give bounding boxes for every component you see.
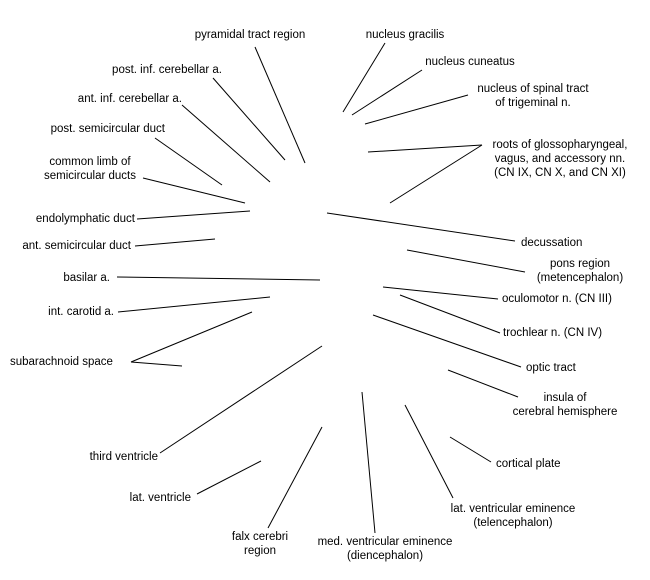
- leader-line-trochlear: [399, 294, 501, 334]
- label-post-semicircular-duct: post. semicircular duct: [50, 123, 165, 135]
- leader-line-glossopharyngeal-roots: [389, 144, 483, 204]
- leader-line-ant-inf-cerebellar: [181, 104, 271, 183]
- leader-line-basilar: [116, 276, 321, 281]
- label-int-carotid-a: int. carotid a.: [48, 306, 114, 318]
- label-trochlear-n: trochlear n. (CN IV): [503, 327, 603, 339]
- leader-line-lat-ventricular-eminence: [404, 404, 454, 499]
- leader-line-med-ventricular-eminence: [361, 391, 376, 534]
- label-pyramidal-tract-region: pyramidal tract region: [194, 29, 306, 41]
- label-cortical-plate: cortical plate: [496, 458, 561, 470]
- leader-line-insula: [447, 369, 519, 398]
- label-post-inf-cerebellar-a: post. inf. cerebellar a.: [112, 64, 222, 76]
- label-common-limb-semicircular-ducts: common limb of semicircular ducts: [43, 156, 137, 182]
- leader-line-optic-tract: [372, 314, 522, 368]
- label-pons-region: pons region (metencephalon): [536, 258, 624, 284]
- label-subarachnoid-space: subarachnoid space: [10, 356, 113, 368]
- leader-line-spinal-trigeminal: [364, 94, 469, 125]
- leader-line-gracilis: [342, 42, 386, 113]
- leader-line-third-ventricle: [159, 345, 323, 454]
- leader-line-int-carotid: [117, 296, 271, 313]
- label-med-ventricular-eminence: med. ventricular eminence (diencephalon): [317, 536, 453, 562]
- leader-line-pyramidal: [254, 46, 306, 164]
- label-oculomotor-n: oculomotor n. (CN III): [502, 293, 612, 305]
- leader-line-endolymphatic: [136, 210, 251, 220]
- leader-line-subarachnoid: [130, 361, 183, 367]
- label-basilar-a: basilar a.: [63, 272, 110, 284]
- label-nucleus-gracilis: nucleus gracilis: [365, 29, 445, 41]
- leader-line-decussation: [326, 212, 516, 242]
- label-lat-ventricle: lat. ventricle: [129, 492, 191, 504]
- label-ant-inf-cerebellar-a: ant. inf. cerebellar a.: [77, 93, 182, 105]
- leader-line-post-inf-cerebellar: [212, 77, 286, 161]
- label-nucleus-spinal-tract-trigeminal: nucleus of spinal tract of trigeminal n.: [477, 83, 589, 109]
- leader-line-post-semicircular: [154, 137, 223, 186]
- leader-line-ant-semicircular: [134, 238, 216, 247]
- label-endolymphatic-duct: endolymphatic duct: [35, 213, 135, 225]
- leader-line-common-limb: [142, 177, 246, 204]
- label-falx-cerebri-region: falx cerebri region: [231, 531, 289, 557]
- label-ant-semicircular-duct: ant. semicircular duct: [22, 240, 131, 252]
- leader-line-cuneatus: [351, 69, 423, 116]
- label-nucleus-cuneatus: nucleus cuneatus: [425, 56, 515, 68]
- leader-line-falx-cerebri: [267, 426, 323, 529]
- leader-line-glossopharyngeal-roots: [367, 144, 483, 153]
- leader-line-subarachnoid: [130, 311, 253, 363]
- label-insula-cerebral-hemisphere: insula of cerebral hemisphere: [512, 392, 618, 418]
- label-decussation: decussation: [521, 237, 583, 249]
- leader-line-pons: [406, 249, 526, 273]
- label-lat-ventricular-eminence: lat. ventricular eminence (telencephalon…: [450, 503, 576, 529]
- leader-line-oculomotor: [382, 286, 499, 300]
- label-optic-tract: optic tract: [526, 362, 576, 374]
- leader-line-cortical-plate: [449, 436, 492, 463]
- label-third-ventricle: third ventricle: [89, 451, 158, 463]
- label-roots-glossopharyngeal-vagus-accessory: roots of glossopharyngeal, vagus, and ac…: [492, 139, 628, 179]
- leader-line-lat-ventricle: [196, 460, 262, 495]
